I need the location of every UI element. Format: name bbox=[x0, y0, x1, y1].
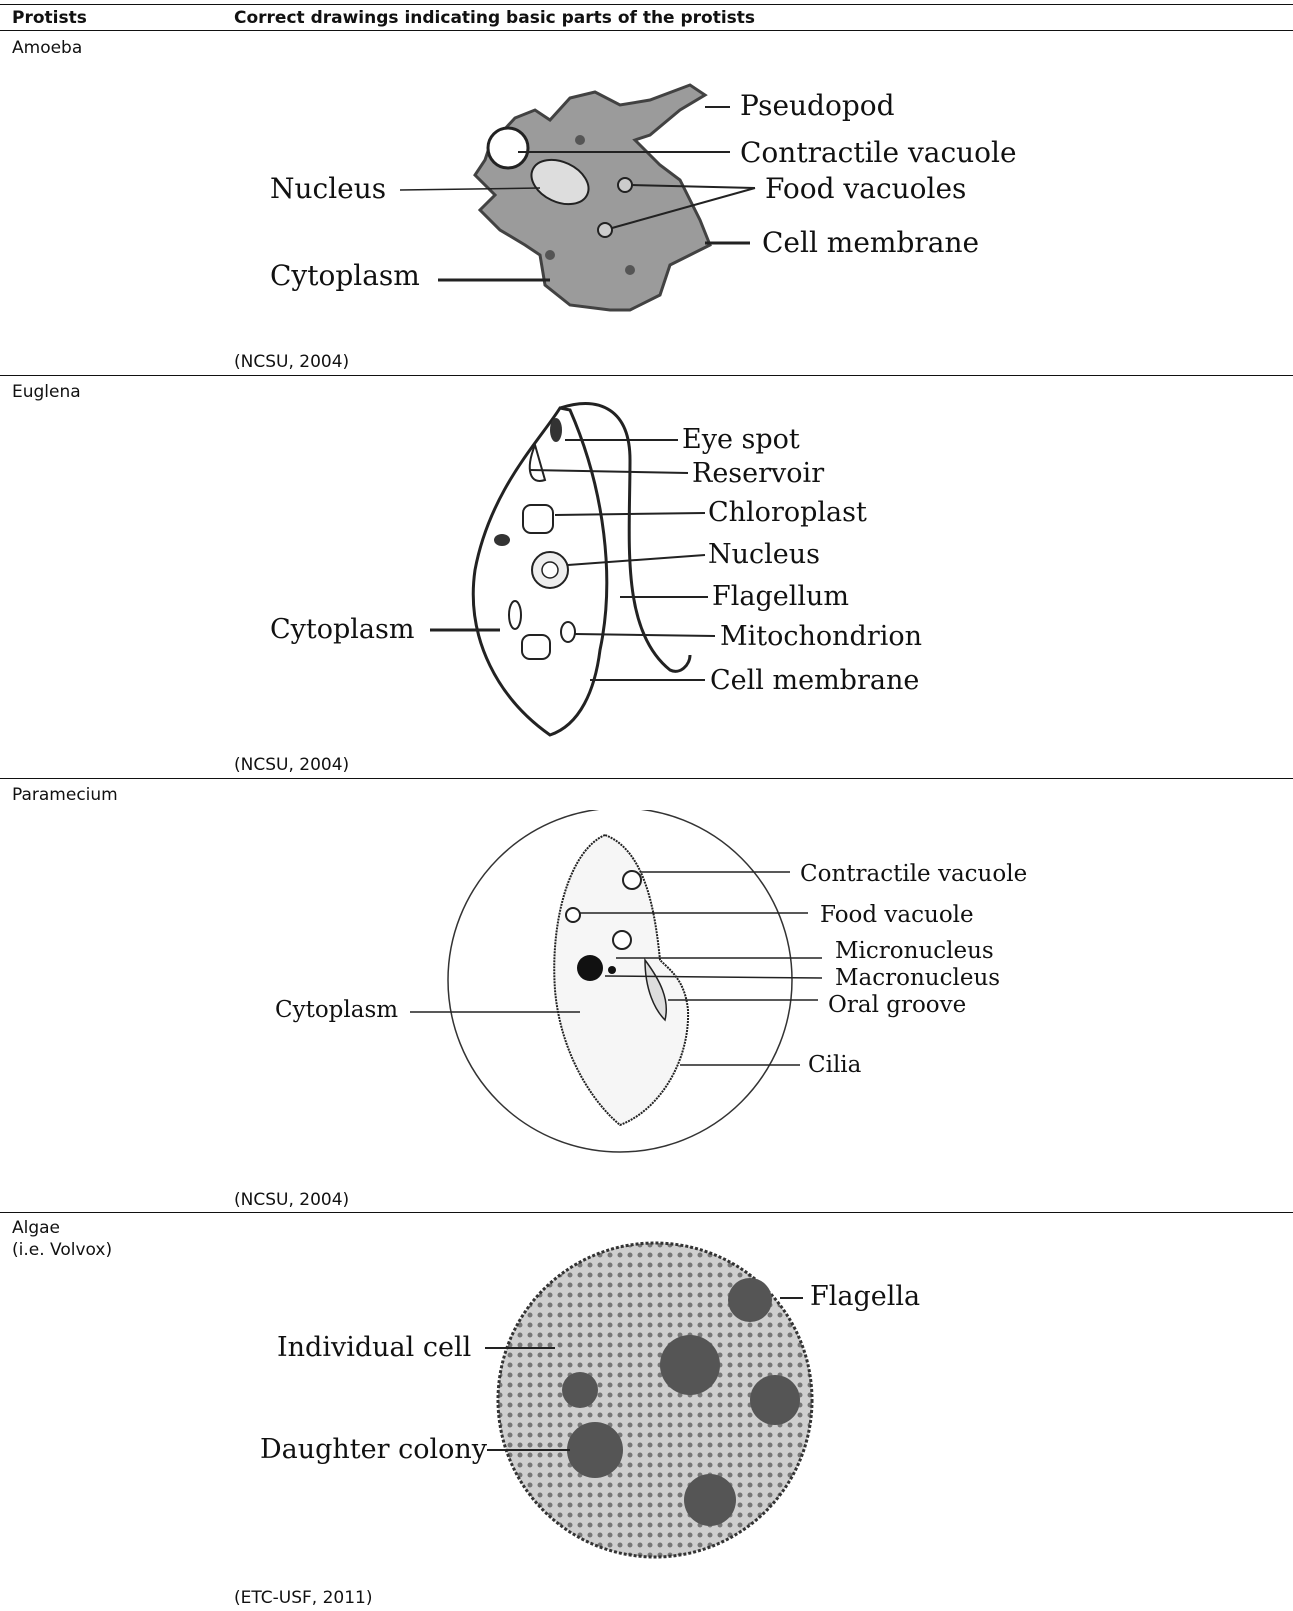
table-top-rule bbox=[0, 4, 1293, 5]
citation-amoeba: (NCSU, 2004) bbox=[234, 352, 349, 372]
label-oral-groove: Oral groove bbox=[828, 992, 966, 1018]
protist-name-euglena: Euglena bbox=[12, 381, 81, 403]
label-cell-membrane: Cell membrane bbox=[762, 226, 979, 259]
amoeba-cell-body bbox=[475, 85, 710, 310]
label-contractile-vacuole: Contractile vacuole bbox=[740, 136, 1017, 169]
row-rule-3 bbox=[0, 1212, 1293, 1213]
label-cilia: Cilia bbox=[808, 1052, 862, 1078]
protist-name-amoeba: Amoeba bbox=[12, 37, 82, 59]
citation-algae: (ETC-USF, 2011) bbox=[234, 1588, 372, 1608]
daughter-colony-shape bbox=[660, 1335, 720, 1395]
label-pseudopod: Pseudopod bbox=[740, 89, 895, 122]
label-cytoplasm: Cytoplasm bbox=[270, 614, 415, 645]
paramecium-diagram: Contractile vacuole Food vacuole Micronu… bbox=[260, 810, 1040, 1160]
contractile-vacuole-shape bbox=[488, 128, 528, 168]
column-header-protists: Protists bbox=[12, 8, 87, 28]
label-nucleus: Nucleus bbox=[270, 172, 386, 205]
row-rule-2 bbox=[0, 778, 1293, 779]
row-rule-1 bbox=[0, 375, 1293, 376]
label-contractile-vacuole: Contractile vacuole bbox=[800, 861, 1027, 887]
macronucleus-shape bbox=[577, 955, 603, 981]
label-mitochondrion: Mitochondrion bbox=[720, 621, 922, 652]
label-flagellum: Flagellum bbox=[712, 581, 849, 612]
label-reservoir: Reservoir bbox=[692, 458, 824, 489]
label-cytoplasm: Cytoplasm bbox=[275, 997, 398, 1023]
label-micronucleus: Micronucleus bbox=[835, 938, 994, 964]
label-eye-spot: Eye spot bbox=[682, 424, 800, 455]
protist-name-paramecium: Paramecium bbox=[12, 784, 118, 806]
header-rule bbox=[0, 30, 1293, 31]
citation-paramecium: (NCSU, 2004) bbox=[234, 1190, 349, 1210]
citation-euglena: (NCSU, 2004) bbox=[234, 755, 349, 775]
label-individual-cell: Individual cell bbox=[277, 1332, 471, 1363]
protist-name-algae: Algae (i.e. Volvox) bbox=[12, 1217, 112, 1261]
label-chloroplast: Chloroplast bbox=[708, 497, 867, 528]
label-cytoplasm: Cytoplasm bbox=[270, 259, 420, 292]
label-nucleus: Nucleus bbox=[708, 539, 820, 570]
micronucleus-shape bbox=[608, 966, 616, 974]
label-cell-membrane: Cell membrane bbox=[710, 665, 919, 696]
label-flagella: Flagella bbox=[810, 1281, 920, 1312]
label-food-vacuoles: Food vacuoles bbox=[765, 172, 966, 205]
euglena-diagram: Eye spot Reservoir Chloroplast Nucleus F… bbox=[260, 400, 980, 760]
label-food-vacuole: Food vacuole bbox=[820, 902, 974, 928]
volvox-diagram: Flagella Individual cell Daughter colony bbox=[255, 1240, 975, 1580]
column-header-drawings: Correct drawings indicating basic parts … bbox=[234, 8, 755, 28]
label-daughter-colony: Daughter colony bbox=[260, 1434, 488, 1465]
amoeba-diagram: Pseudopod Contractile vacuole Nucleus Fo… bbox=[250, 80, 1050, 340]
label-macronucleus: Macronucleus bbox=[835, 965, 1000, 991]
